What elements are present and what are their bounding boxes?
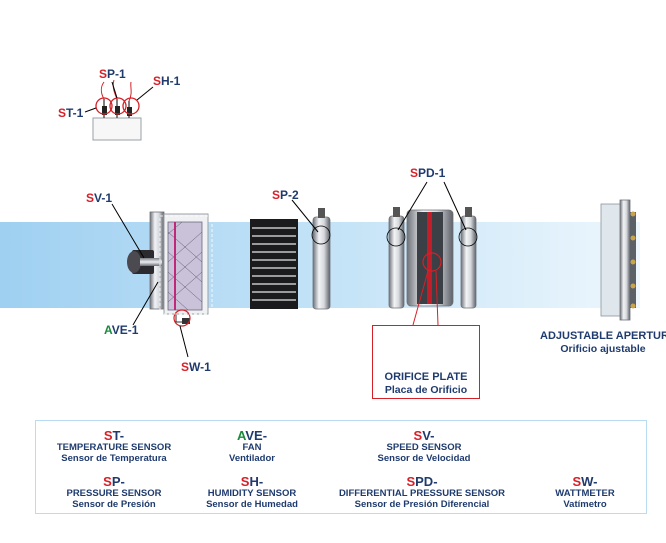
flow-straightener (250, 219, 298, 309)
label-sv1: SV-1 (86, 191, 113, 205)
label-sp1: SP-1 (99, 67, 126, 81)
orifice-plate-title: ORIFICE PLATE (384, 371, 468, 383)
legend-item-pressure: SP- PRESSURE SENSOR Sensor de Presión (66, 474, 162, 510)
pressure-ring-sp2 (291, 199, 331, 310)
legend: ST- TEMPERATURE SENSOR Sensor de Tempera… (35, 420, 647, 514)
legend-item-speed: SV- SPEED SENSOR Sensor de Velocidad (377, 428, 471, 464)
aperture-subtitle: Orificio ajustable (560, 343, 646, 355)
legend-item-temperature: ST- TEMPERATURE SENSOR Sensor de Tempera… (56, 428, 172, 464)
label-ave1: AVE-1 (104, 323, 139, 337)
label-sw1: SW-1 (181, 360, 211, 374)
fan-assembly (111, 203, 213, 358)
orifice-assembly (386, 181, 478, 326)
label-spd1: SPD-1 (410, 166, 446, 180)
label-sp2: SP-2 (272, 188, 299, 202)
legend-item-fan: AVE- FAN Ventilador (229, 428, 275, 464)
orifice-plate-callout: ORIFICE PLATE Placa de Orificio (372, 325, 480, 399)
legend-item-wattmeter: SW- WATTMETER Vatímetro (555, 474, 615, 510)
aperture-title: ADJUSTABLE APERTURE (540, 330, 666, 342)
legend-item-differential-pressure: SPD- DIFFERENTIAL PRESSURE SENSOR Sensor… (338, 474, 506, 510)
adjustable-aperture (600, 199, 636, 321)
label-st1: ST-1 (58, 106, 84, 120)
sensor-box (84, 79, 154, 141)
aperture-caption: ADJUSTABLE APERTURE Orificio ajustable (540, 330, 666, 356)
legend-item-humidity: SH- HUMIDITY SENSOR Sensor de Humedad (206, 474, 298, 510)
label-sh1: SH-1 (153, 74, 181, 88)
orifice-plate-subtitle: Placa de Orificio (384, 384, 468, 396)
